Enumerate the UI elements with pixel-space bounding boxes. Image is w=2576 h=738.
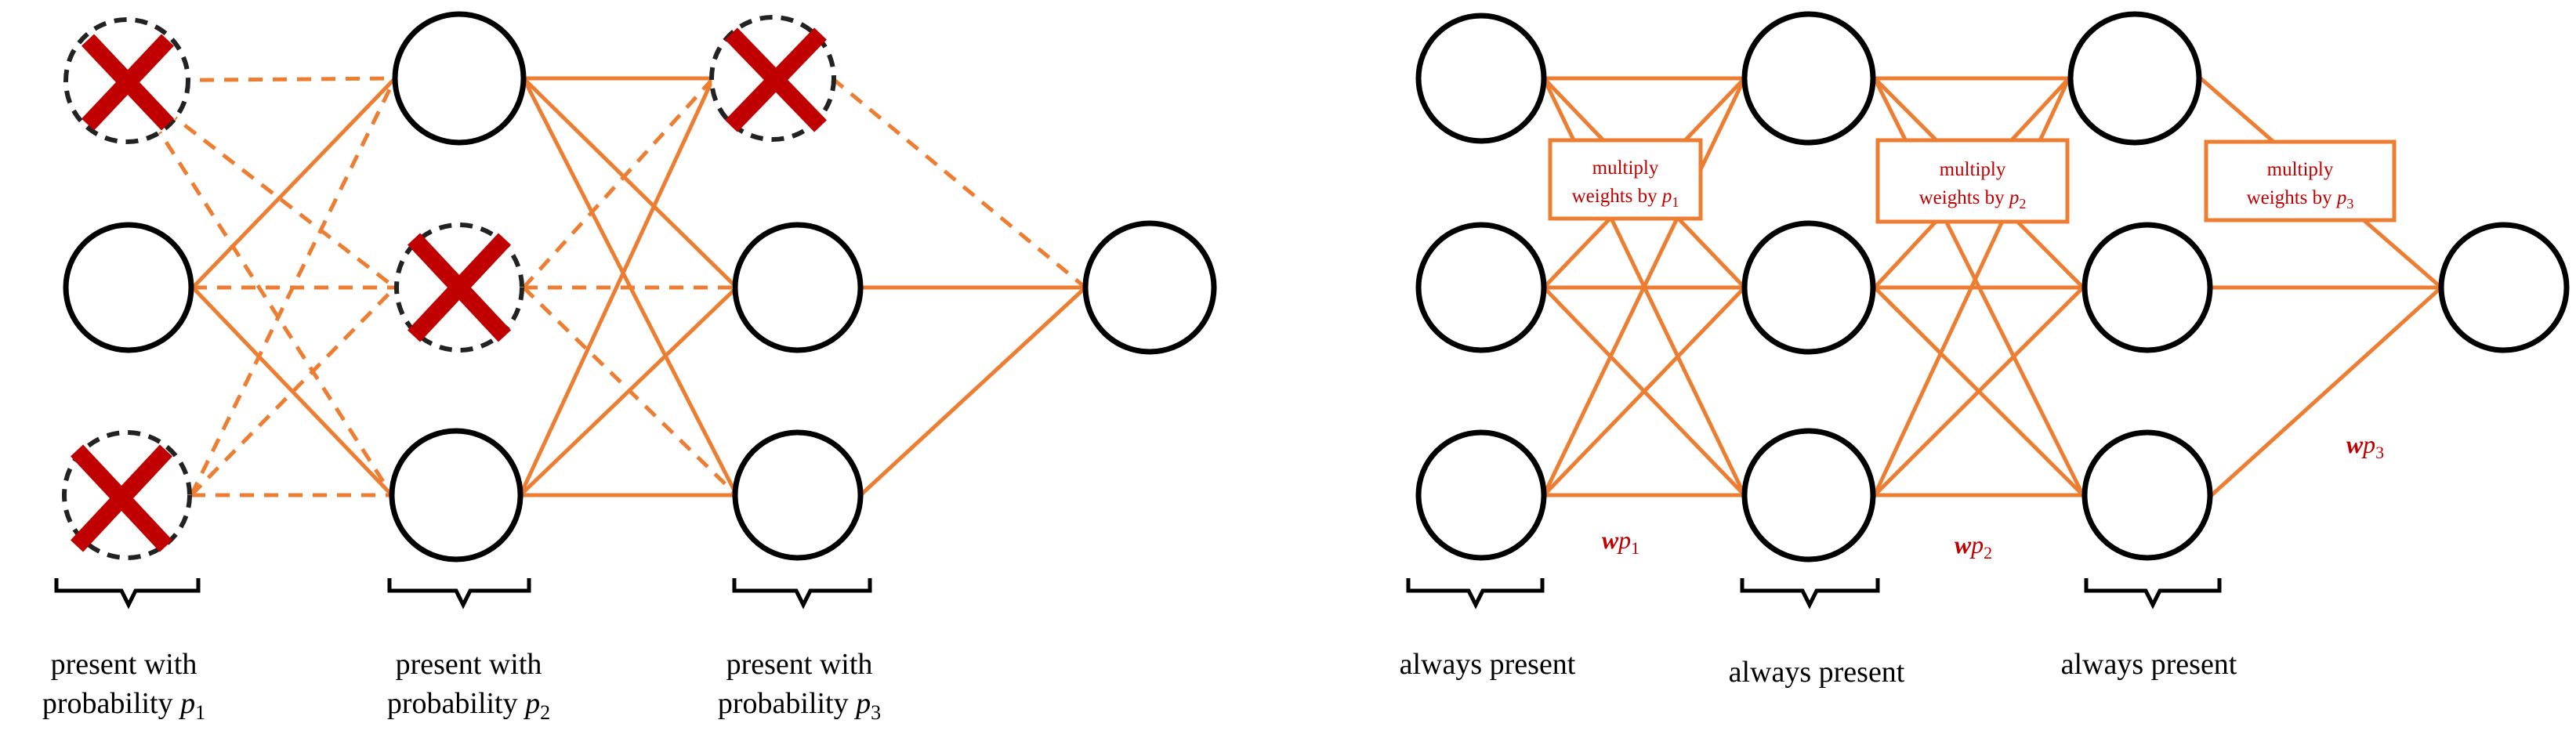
neuron-node [1741, 428, 1876, 563]
layer-label: probability p1 [42, 687, 205, 724]
left-panel-braces [54, 578, 872, 610]
layer-label: present with [726, 648, 873, 681]
neuron-node [1741, 220, 1876, 355]
dropout-cross-icon [70, 444, 173, 552]
edge [1542, 77, 1747, 497]
left-panel-nodes [62, 11, 1217, 563]
multiply-box-text: multiply [1940, 159, 2006, 180]
weight-label: wp3 [2346, 430, 2384, 462]
weight-label: wp2 [1955, 530, 1992, 563]
edge [522, 77, 738, 289]
edge [519, 286, 738, 497]
neuron-node [2067, 11, 2202, 146]
multiply-box [2204, 139, 2397, 222]
neuron-node [1415, 13, 1547, 144]
edge-dashed [189, 77, 397, 497]
edge [2210, 286, 2443, 497]
left-panel-labels: present with probability p1 present with… [42, 648, 881, 724]
right-panel-labels: always present always present always pre… [1400, 648, 2237, 689]
dropout-cross-icon [407, 233, 512, 342]
neuron-node [1415, 429, 1547, 561]
edge [191, 286, 393, 497]
brace [2084, 578, 2222, 610]
brace [1406, 578, 1545, 610]
left-panel-edges [125, 76, 1087, 497]
layer-label: always present [1400, 648, 1576, 681]
multiply-box-text: weights by p1 [1572, 186, 1679, 210]
right-panel-weight-labels: wp1 wp2 wp3 [1602, 430, 2384, 563]
layer-label: always present [1729, 656, 1905, 689]
edge-dashed [831, 77, 1087, 289]
edge [859, 286, 1087, 497]
multiply-box [1548, 138, 1703, 221]
multiply-box-text: weights by p2 [1919, 187, 2027, 212]
layer-label: always present [2061, 648, 2237, 681]
brace [732, 578, 872, 610]
output-node [1082, 220, 1217, 355]
neuron-node [2081, 222, 2213, 353]
neuron-node [732, 222, 864, 353]
edge [1542, 286, 1746, 497]
neuron-node [732, 429, 864, 561]
right-panel-braces [1406, 578, 2222, 610]
brace [54, 578, 201, 610]
edge [1873, 286, 2085, 497]
edge-dashed [126, 76, 396, 83]
layer-label: probability p3 [718, 687, 881, 724]
layer-label: present with [51, 648, 197, 681]
brace [1740, 578, 1880, 610]
edge-dashed [522, 77, 715, 289]
edge-dashed [125, 79, 394, 497]
dropout-cross-icon [82, 34, 174, 131]
right-panel-nodes [1415, 11, 2570, 563]
brace [387, 578, 531, 610]
neuron-node [2081, 429, 2213, 561]
dropout-cross-icon [725, 27, 827, 132]
layer-label: probability p2 [387, 687, 550, 724]
layer-label: present with [396, 648, 542, 681]
multiply-box-text: multiply [1592, 157, 1659, 179]
right-panel-edges [1542, 76, 2443, 497]
multiply-box-text: multiply [2267, 159, 2334, 180]
right-panel-multiply-boxes: multiply weights by p1 multiply weights … [1548, 138, 2397, 224]
neuron-node [1741, 11, 1876, 146]
neuron-node [1415, 222, 1547, 353]
weight-label: wp1 [1602, 526, 1639, 558]
output-node [2438, 222, 2570, 353]
edge [191, 77, 397, 289]
neuron-node [392, 11, 527, 146]
multiply-box-text: weights by p3 [2247, 187, 2354, 212]
neuron-node [63, 222, 194, 353]
edge [518, 77, 716, 497]
neuron-node [389, 428, 524, 563]
multiply-box [1875, 138, 2070, 224]
